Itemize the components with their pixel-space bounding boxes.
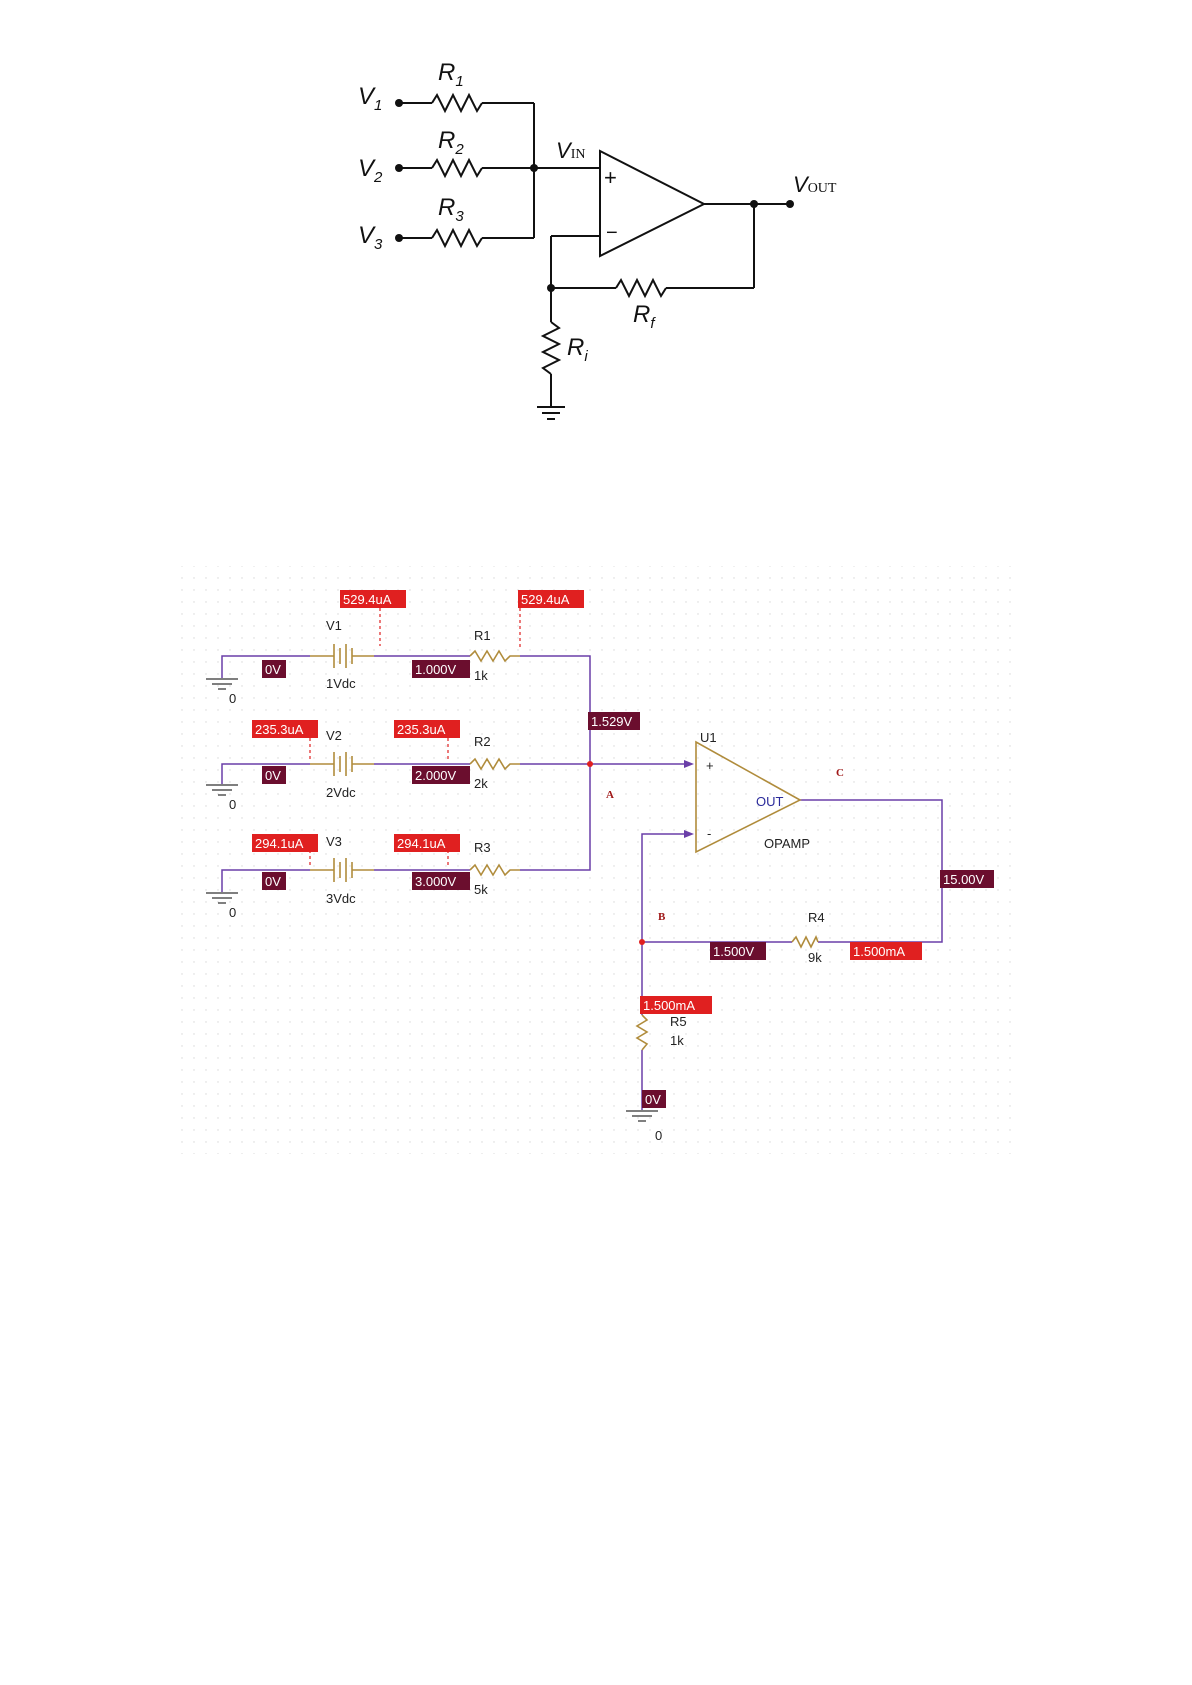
tag-r2-current: 235.3uA — [394, 720, 460, 738]
svg-text:2.000V: 2.000V — [415, 768, 457, 783]
resistor-r4-value: 9k — [808, 950, 822, 965]
resistor-r5-value: 1k — [670, 1033, 684, 1048]
opamp-model: OPAMP — [764, 836, 810, 851]
tag-r2-voltage: 2.000V — [412, 766, 470, 784]
source-v2-value: 2Vdc — [326, 785, 356, 800]
label-ri: Ri — [567, 334, 588, 365]
ground-label-bottom: 0 — [655, 1128, 662, 1143]
resistor-r1-ref: R1 — [474, 628, 491, 643]
opamp-plus-sign: + — [604, 165, 617, 190]
junction-dot — [750, 200, 758, 208]
tag-ground1-voltage: 0V — [262, 660, 286, 678]
resistor-r3-ref: R3 — [474, 840, 491, 855]
schematic-grid-background — [178, 566, 1012, 1154]
terminal-v3-dot — [395, 234, 403, 242]
label-vout: VOUT — [793, 172, 837, 197]
ground-label-1: 0 — [229, 691, 236, 706]
resistor-rf-symbol — [616, 280, 666, 296]
svg-text:0V: 0V — [265, 874, 281, 889]
tag-r4-current: 1.500mA — [850, 942, 922, 960]
source-v2-ref: V2 — [326, 728, 342, 743]
svg-text:15.00V: 15.00V — [943, 872, 985, 887]
svg-text:1.500V: 1.500V — [713, 944, 755, 959]
svg-text:0V: 0V — [265, 662, 281, 677]
source-v1-ref: V1 — [326, 618, 342, 633]
junction-dot — [530, 164, 538, 172]
resistor-r4-ref: R4 — [808, 910, 825, 925]
tag-ground3-voltage: 0V — [262, 872, 286, 890]
opamp-out-label: OUT — [756, 794, 784, 809]
source-v1-value: 1Vdc — [326, 676, 356, 691]
label-r3: R3 — [438, 194, 464, 225]
svg-text:0V: 0V — [265, 768, 281, 783]
tag-node-c-voltage: 15.00V — [940, 870, 994, 888]
svg-text:294.1uA: 294.1uA — [397, 836, 446, 851]
ground-symbol — [537, 407, 565, 419]
label-vin: VIN — [556, 138, 585, 163]
node-c-letter: C — [836, 767, 844, 779]
resistor-ri-symbol — [543, 322, 559, 374]
resistor-r2-value: 2k — [474, 776, 488, 791]
label-v3: V3 — [358, 222, 383, 253]
ground-label-2: 0 — [229, 797, 236, 812]
source-v3-ref: V3 — [326, 834, 342, 849]
terminal-vout-dot — [786, 200, 794, 208]
resistor-r1-value: 1k — [474, 668, 488, 683]
tag-v3-current: 294.1uA — [252, 834, 318, 852]
tag-v1-current: 529.4uA — [340, 590, 406, 608]
svg-text:529.4uA: 529.4uA — [521, 592, 570, 607]
svg-text:235.3uA: 235.3uA — [255, 722, 304, 737]
tag-r3-voltage: 3.000V — [412, 872, 470, 890]
resistor-r5-ref: R5 — [670, 1014, 687, 1029]
svg-text:1.500mA: 1.500mA — [853, 944, 905, 959]
label-r2: R2 — [438, 127, 464, 158]
svg-text:3.000V: 3.000V — [415, 874, 457, 889]
svg-text:1.000V: 1.000V — [415, 662, 457, 677]
tag-node-a-voltage: 1.529V — [588, 712, 640, 730]
svg-text:1.529V: 1.529V — [591, 714, 633, 729]
tag-r5-current: 1.500mA — [640, 996, 712, 1014]
terminal-v1-dot — [395, 99, 403, 107]
label-v1: V1 — [358, 83, 382, 114]
resistor-r2-symbol — [432, 160, 482, 176]
opamp-ref: U1 — [700, 730, 717, 745]
tag-r3-current: 294.1uA — [394, 834, 460, 852]
node-a-dot — [587, 761, 593, 767]
opamp-minus-sign: − — [606, 222, 618, 244]
svg-text:0V: 0V — [645, 1092, 661, 1107]
tag-ground2-voltage: 0V — [262, 766, 286, 784]
svg-text:294.1uA: 294.1uA — [255, 836, 304, 851]
node-b-dot — [639, 939, 645, 945]
tag-bottom-ground-voltage: 0V — [642, 1090, 666, 1108]
label-r1: R1 — [438, 59, 464, 90]
tag-v2-current: 235.3uA — [252, 720, 318, 738]
svg-text:1.500mA: 1.500mA — [643, 998, 695, 1013]
node-a-letter: A — [606, 789, 614, 801]
svg-text:529.4uA: 529.4uA — [343, 592, 392, 607]
resistor-r2-ref: R2 — [474, 734, 491, 749]
node-b-letter: B — [658, 911, 666, 923]
resistor-r3-symbol — [432, 230, 482, 246]
tag-r1-voltage: 1.000V — [412, 660, 470, 678]
resistor-r1-symbol — [432, 95, 482, 111]
source-v3-value: 3Vdc — [326, 891, 356, 906]
label-rf: Rf — [633, 301, 656, 332]
svg-text:235.3uA: 235.3uA — [397, 722, 446, 737]
label-v2: V2 — [358, 155, 383, 186]
ground-label-3: 0 — [229, 905, 236, 920]
terminal-v2-dot — [395, 164, 403, 172]
tag-r1-current: 529.4uA — [518, 590, 584, 608]
resistor-r3-value: 5k — [474, 882, 488, 897]
junction-dot — [547, 284, 555, 292]
tag-node-b-voltage: 1.500V — [710, 942, 766, 960]
opamp-plus-label: + — [706, 758, 714, 773]
opamp-minus-label: - — [707, 826, 711, 841]
